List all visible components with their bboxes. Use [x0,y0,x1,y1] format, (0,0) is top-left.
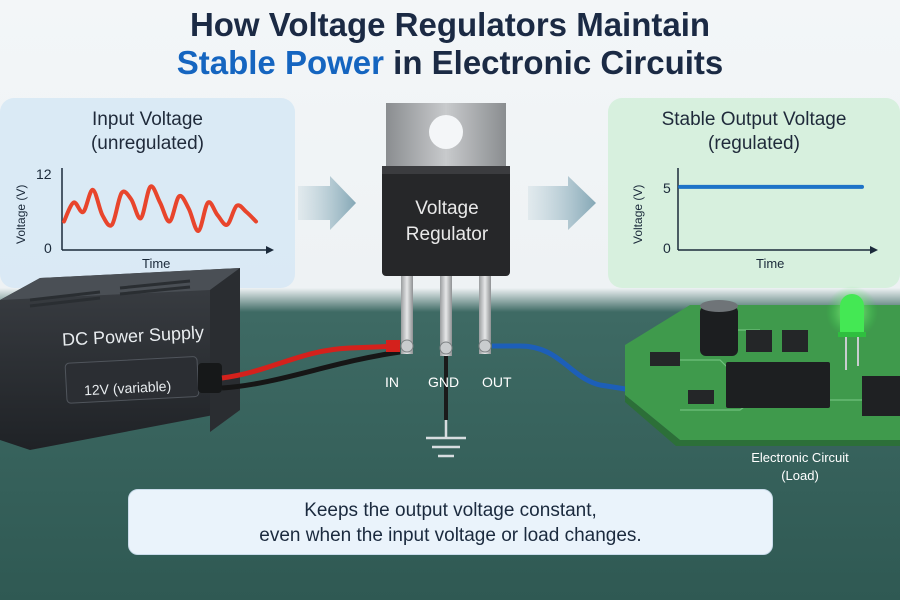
led-icon [826,286,878,370]
caption-box: Keeps the output voltage constant, even … [128,489,773,555]
dc-power-supply [0,268,240,450]
pin-label-gnd: GND [428,374,460,390]
input-voltage-panel: Input Voltage (unregulated) [0,98,295,288]
title-line-2-rest: in Electronic Circuits [383,44,724,81]
caption-line2: even when the input voltage or load chan… [259,525,642,546]
output-chart-xlabel: Time [756,256,784,271]
red-wire [221,343,401,381]
ps-output-jack [198,363,222,393]
electronic-circuit-board [625,286,900,446]
regulator-label: Voltage Regulator [386,196,508,248]
black-wire [221,349,401,391]
input-panel-title-line2: (unregulated) [90,133,205,154]
input-chart-ylabel: Voltage (V) [14,185,28,244]
regulator-label-line2: Regulator [405,224,489,245]
input-voltage-wave [62,184,258,234]
small-chip-4 [688,390,714,404]
regulator-label-line1: Voltage [415,198,479,219]
input-panel-title-line1: Input Voltage [92,109,203,130]
side-chip [862,376,900,416]
load-label-line2: (Load) [781,468,819,483]
output-panel-title: Stable Output Voltage (regulated) [608,108,900,156]
voltage-regulator [382,103,510,356]
pin-label-out: OUT [482,374,512,390]
title-accent: Stable Power [176,44,384,81]
small-chip-1 [746,330,772,352]
mounting-hole [429,115,463,149]
output-chart-ylabel: Voltage (V) [631,185,645,244]
regulator-body [382,166,510,276]
microcontroller-chip [726,362,830,408]
flow-arrow-out [528,176,596,230]
small-chip-2 [782,330,808,352]
input-chart-ytick-bottom: 0 [44,240,52,256]
output-panel-title-line2: (regulated) [708,133,800,154]
pin-out [479,276,491,354]
load-label: Electronic Circuit (Load) [720,449,880,485]
pin-label-in: IN [385,374,399,390]
blue-wire [492,343,633,393]
output-chart-x-arrow [870,246,878,254]
input-chart-ytick-top: 12 [36,166,52,182]
output-panel-title-line1: Stable Output Voltage [661,109,847,130]
load-label-line1: Electronic Circuit [751,450,849,465]
vent-slots [29,279,191,308]
title-line-1: How Voltage Regulators Maintain [189,6,711,43]
regulator-pins [400,276,492,356]
output-chart: 5 0 Voltage (V) Time [631,168,878,271]
output-chart-ytick-top: 5 [663,180,671,196]
input-chart-xlabel: Time [142,256,170,271]
flow-arrow-in [298,176,356,230]
red-wire-sleeve [386,340,400,352]
input-chart: 12 0 Voltage (V) Time [14,166,274,271]
ps-display [64,356,200,404]
title-line-2: Stable Power in Electronic Circuits [0,44,900,82]
input-chart-x-arrow [266,246,274,254]
input-panel-title: Input Voltage (unregulated) [0,108,295,156]
pin-in [401,276,413,354]
pin-gnd [440,276,452,356]
capacitor [700,300,738,356]
small-chip-3 [650,352,680,366]
output-chart-ytick-bottom: 0 [663,240,671,256]
caption-line1: Keeps the output voltage constant, [304,500,597,521]
output-voltage-panel: Stable Output Voltage (regulated) [608,98,900,288]
page-title: How Voltage Regulators Maintain Stable P… [0,6,900,82]
